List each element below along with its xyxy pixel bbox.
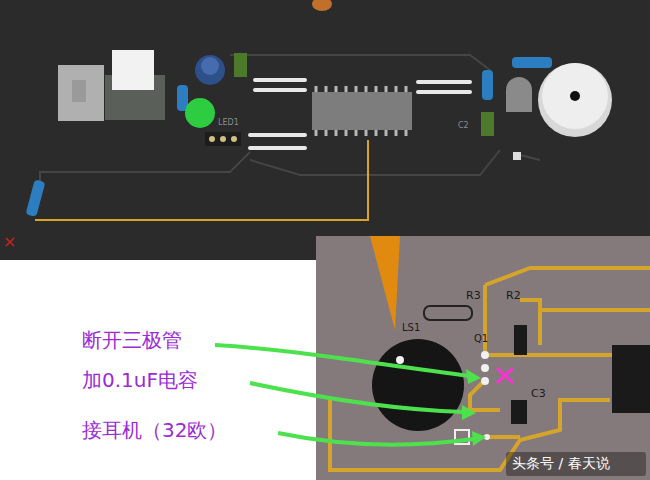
transistor-symbol: [506, 77, 532, 112]
pcb-trace: [330, 268, 650, 470]
button-cap: [112, 50, 154, 90]
capacitor-symbol: [511, 400, 527, 424]
ic-chip: [312, 92, 412, 130]
resistor-outline: [424, 306, 472, 320]
ic-pins: [316, 86, 406, 136]
arrowhead: [462, 405, 476, 420]
pad: [481, 364, 489, 372]
resistor-symbol: [512, 57, 552, 68]
annotation-text: 接耳机（32欧）: [82, 419, 227, 442]
pad: [481, 377, 489, 385]
pin: [209, 136, 215, 142]
watermark: 头条号 / 春天说: [512, 455, 610, 471]
board-background: [0, 0, 650, 260]
capacitor-symbol: [481, 112, 494, 136]
pin-header: [205, 132, 241, 146]
resistor-symbol: [514, 325, 527, 355]
pin: [231, 136, 237, 142]
switch-body: [58, 65, 104, 121]
switch-lever: [72, 80, 86, 102]
part-name: LED1: [218, 118, 239, 127]
buzzer-hole: [570, 91, 580, 101]
leader-arrow: [215, 345, 470, 376]
annotation-text: 加0.1uF电容: [82, 369, 198, 392]
pin: [220, 136, 226, 142]
part-name: C2: [458, 121, 469, 130]
leader-arrow: [250, 383, 464, 412]
arrowhead: [466, 369, 481, 384]
led-symbol: [185, 98, 215, 128]
pad: [396, 356, 404, 364]
electrolytic-capacitor: [195, 55, 225, 85]
orange-part: [312, 0, 332, 11]
part-name: Q1: [474, 333, 488, 345]
watermark-backdrop: [506, 452, 646, 476]
capacitor-top: [201, 57, 219, 75]
buzzer-top: [542, 63, 608, 129]
annotation-text: 断开三极管: [82, 329, 182, 352]
leader-arrow: [278, 433, 474, 445]
orange-spike: [370, 236, 400, 330]
wire: [250, 80, 470, 148]
part-name: C3: [531, 388, 546, 401]
trace: [35, 140, 368, 220]
part-name: R2: [506, 290, 521, 303]
pad: [481, 351, 489, 359]
arrowhead: [472, 431, 486, 446]
cut-mark: [497, 368, 513, 383]
part-name: LS1: [402, 322, 420, 334]
pad: [513, 152, 521, 160]
buzzer: [538, 63, 612, 137]
resistor-symbol: [26, 179, 46, 217]
resistor-symbol: [482, 70, 493, 100]
axis-marker: [6, 238, 14, 246]
capacitor-symbol: [234, 53, 247, 77]
ic-chip: [612, 345, 650, 413]
part-name: R3: [466, 290, 481, 303]
buzzer-outline: [372, 339, 464, 431]
